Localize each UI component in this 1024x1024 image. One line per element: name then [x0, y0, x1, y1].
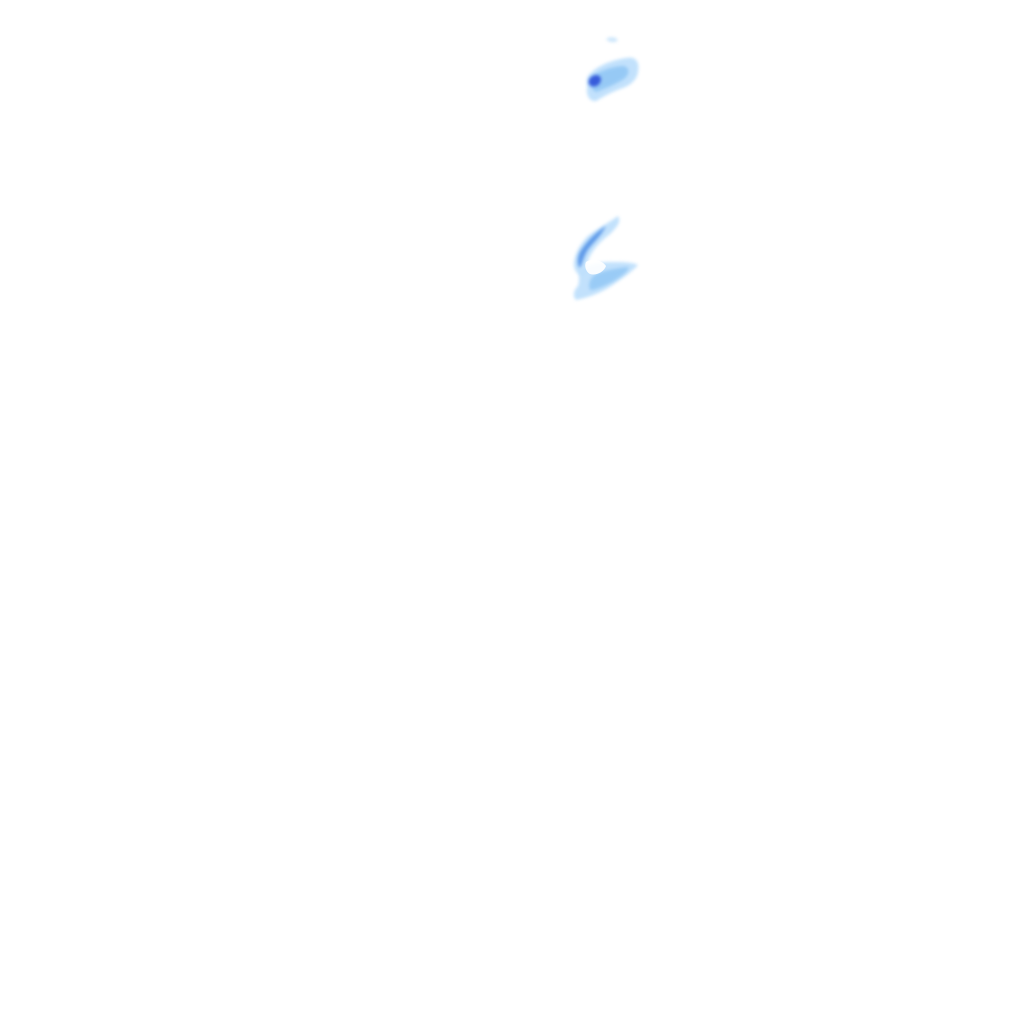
precip-band-strong	[577, 226, 606, 268]
precip-cell-heavy	[588, 75, 601, 87]
precip-cell-medium	[590, 66, 629, 92]
precip-band-curve	[573, 216, 620, 276]
precip-echo-south	[573, 216, 638, 300]
precip-cell-medium-south	[589, 267, 629, 290]
precip-echo-north	[586, 37, 639, 102]
precip-speck	[606, 37, 618, 43]
precip-gap	[585, 259, 606, 275]
